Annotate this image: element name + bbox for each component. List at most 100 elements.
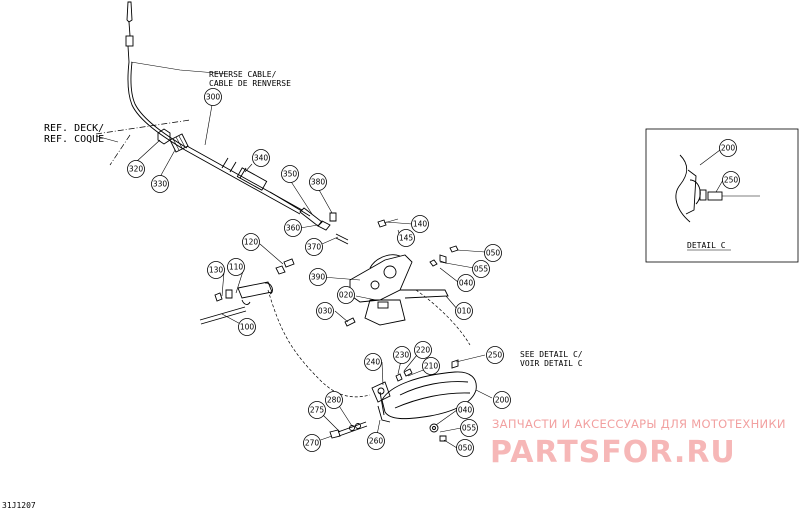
- callout-number: 055: [474, 265, 489, 274]
- callout-circle: [281, 165, 299, 183]
- callout-040: 040: [457, 274, 475, 292]
- callout-250: 250: [722, 171, 740, 189]
- callout-250: 250: [486, 346, 504, 364]
- callout-circle: [227, 258, 245, 276]
- reverse-cable-label-fr: CABLE DE RENVERSE: [209, 79, 291, 88]
- callout-number: 050: [486, 249, 501, 258]
- callout-300: 300: [204, 88, 222, 106]
- callout-number: 280: [327, 396, 342, 405]
- callout-circle: [493, 391, 511, 409]
- callout-number: 110: [229, 263, 244, 272]
- callout-340: 340: [252, 149, 270, 167]
- callout-circle: [414, 341, 432, 359]
- callout-275: 275: [308, 401, 326, 419]
- callout-380: 380: [309, 173, 327, 191]
- watermark-brand: PARTSFOR.RU: [490, 435, 736, 470]
- callout-055: 055: [472, 260, 490, 278]
- reverse-cable-label-en: REVERSE CABLE/: [209, 70, 277, 79]
- callout-number: 030: [318, 307, 333, 316]
- callout-number: 320: [129, 165, 144, 174]
- callout-circle: [242, 233, 260, 251]
- text-labels: REVERSE CABLE/ CABLE DE RENVERSE REF. DE…: [2, 70, 583, 510]
- callout-120: 120: [242, 233, 260, 251]
- callout-number: 020: [339, 291, 354, 300]
- callout-number: 380: [311, 178, 326, 187]
- callout-circle: [364, 353, 382, 371]
- callout-055: 055: [460, 419, 478, 437]
- callout-number: 260: [369, 437, 384, 446]
- callout-number: 230: [395, 351, 410, 360]
- callout-circle: [486, 346, 504, 364]
- callout-number: 250: [724, 176, 739, 185]
- callout-layer: 3003203303403503803603701401450500550400…: [127, 88, 740, 457]
- callout-330: 330: [151, 175, 169, 193]
- callout-number: 330: [153, 180, 168, 189]
- callout-280: 280: [325, 391, 343, 409]
- callout-number: 210: [424, 362, 439, 371]
- callout-number: 200: [721, 144, 736, 153]
- see-detail-label-fr: VOIR DETAIL C: [520, 359, 583, 368]
- callout-200: 200: [493, 391, 511, 409]
- callout-circle: [397, 229, 415, 247]
- callout-circle: [393, 346, 411, 364]
- callout-number: 275: [310, 406, 325, 415]
- callout-circle: [207, 261, 225, 279]
- callout-140: 140: [411, 215, 429, 233]
- callout-number: 370: [307, 243, 322, 252]
- callout-number: 200: [495, 396, 510, 405]
- callout-260: 260: [367, 432, 385, 450]
- callout-050: 050: [484, 244, 502, 262]
- callout-circle: [456, 439, 474, 457]
- callout-210: 210: [422, 357, 440, 375]
- callout-040: 040: [456, 401, 474, 419]
- callout-number: 145: [399, 234, 414, 243]
- callout-number: 050: [458, 444, 473, 453]
- ref-deck-label-fr: REF. COQUE: [44, 134, 104, 145]
- callout-circle: [367, 432, 385, 450]
- callout-270: 270: [303, 434, 321, 452]
- detail-c-panel: DETAIL C: [645, 128, 799, 263]
- callout-circle: [127, 160, 145, 178]
- callout-circle: [422, 357, 440, 375]
- callout-number: 300: [206, 93, 221, 102]
- callout-number: 040: [458, 406, 473, 415]
- callout-number: 240: [366, 358, 381, 367]
- lever-mechanism: [199, 218, 471, 398]
- watermark-tagline: ЗАПЧАСТИ И АКСЕССУАРЫ ДЛЯ МОТОТЕХНИКИ: [492, 417, 786, 431]
- callout-circle: [308, 401, 326, 419]
- callout-number: 340: [254, 154, 269, 163]
- diagram-code: 31J1207: [2, 501, 36, 510]
- reverse-gate-assembly: [329, 359, 477, 442]
- callout-number: 390: [311, 273, 326, 282]
- callout-100: 100: [238, 318, 256, 336]
- callout-360: 360: [284, 219, 302, 237]
- callout-number: 360: [286, 224, 301, 233]
- callout-number: 055: [462, 424, 477, 433]
- detail-c-title: DETAIL C: [687, 241, 726, 250]
- callout-030: 030: [316, 302, 334, 320]
- callout-number: 250: [488, 351, 503, 360]
- callout-circle: [337, 286, 355, 304]
- callout-circle: [325, 391, 343, 409]
- callout-350: 350: [281, 165, 299, 183]
- callout-circle: [284, 219, 302, 237]
- callout-240: 240: [364, 353, 382, 371]
- callout-circle: [305, 238, 323, 256]
- callout-230: 230: [393, 346, 411, 364]
- callout-145: 145: [397, 229, 415, 247]
- callout-370: 370: [305, 238, 323, 256]
- callout-number: 120: [244, 238, 259, 247]
- callout-circle: [460, 419, 478, 437]
- callout-010: 010: [455, 302, 473, 320]
- callout-circle: [456, 401, 474, 419]
- callout-020: 020: [337, 286, 355, 304]
- callout-circle: [252, 149, 270, 167]
- detail-c-frame: [645, 128, 799, 263]
- ref-deck-label-en: REF. DECK/: [44, 123, 104, 134]
- callout-circle: [484, 244, 502, 262]
- callout-number: 100: [240, 323, 255, 332]
- watermark: ЗАПЧАСТИ И АКСЕССУАРЫ ДЛЯ МОТОТЕХНИКИ PA…: [490, 417, 786, 470]
- callout-circle: [719, 139, 737, 157]
- callout-circle: [238, 318, 256, 336]
